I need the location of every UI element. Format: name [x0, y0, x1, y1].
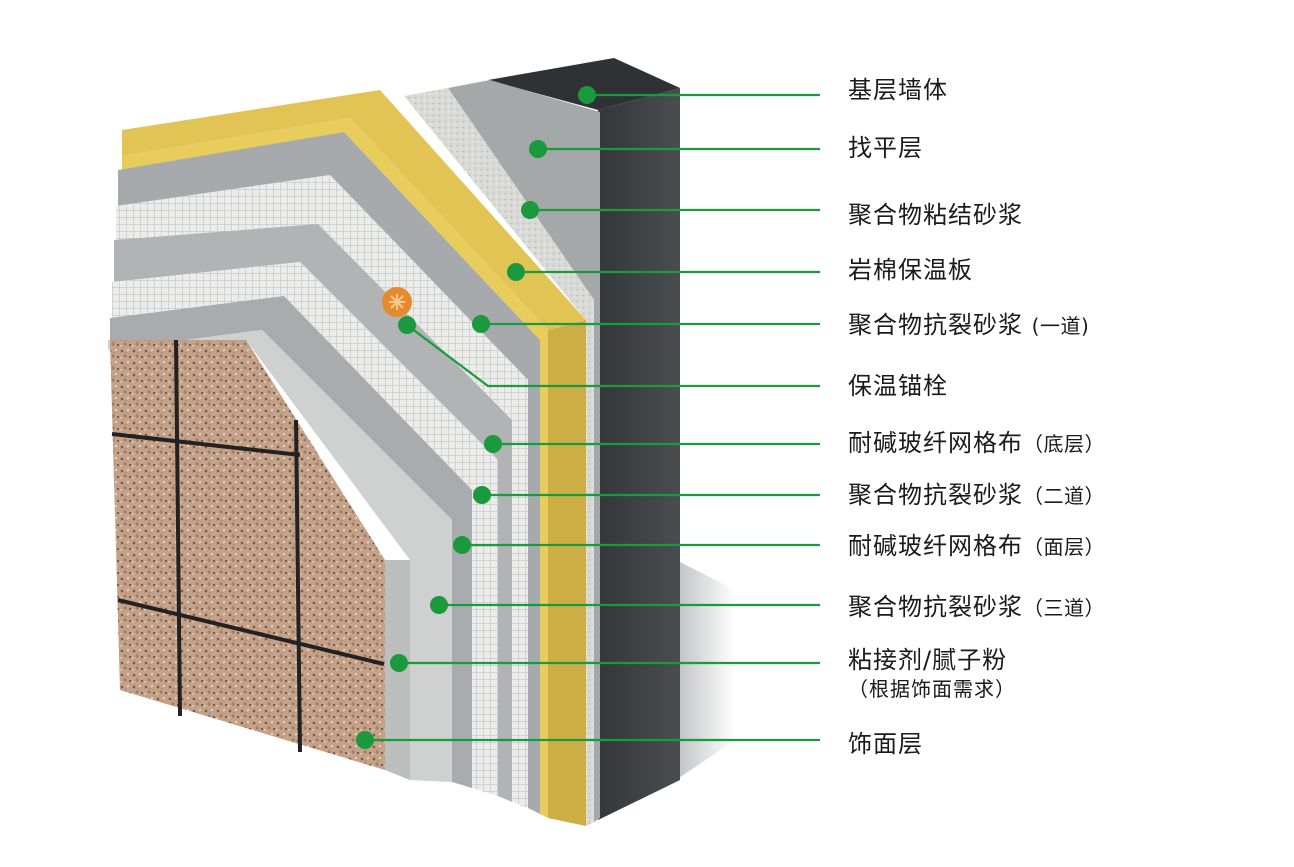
label-finish-layer: 饰面层 — [848, 730, 923, 758]
label-rock-wool-board: 岩棉保温板 — [848, 256, 973, 284]
leveling-layer-shape — [448, 80, 600, 822]
label-adhesive-putty-sub: （根据饰面需求） — [848, 677, 1016, 701]
note-4: （面层） — [1023, 535, 1105, 559]
label-anti-crack-mortar-2: 聚合物抗裂砂浆（二道） — [848, 481, 1105, 509]
mortar-2-shape — [114, 224, 512, 802]
note-1: (一道) — [1031, 314, 1090, 338]
base-wall-side — [598, 88, 680, 820]
dot-putty — [390, 654, 408, 672]
mesh-face-shape — [112, 262, 498, 796]
base-wall-top — [488, 58, 680, 110]
putty-shape — [108, 330, 452, 782]
label-leveling-layer: 找平层 — [848, 134, 923, 162]
dot-mortar-1 — [472, 315, 490, 333]
dot-mortar-2 — [473, 486, 491, 504]
label-adhesive-putty: 粘接剂/腻子粉 — [848, 646, 1008, 674]
label-mesh-base: 耐碱玻纤网格布（底层） — [848, 429, 1105, 457]
leader-dots — [356, 86, 596, 749]
leader-anchor — [406, 324, 820, 388]
dot-bonding — [521, 201, 539, 219]
dot-finish — [356, 731, 374, 749]
rock-wool-side — [548, 320, 586, 826]
dot-mesh-face — [453, 536, 471, 554]
label-polymer-bonding-mortar: 聚合物粘结砂浆 — [848, 201, 1023, 229]
dot-leveling — [529, 140, 547, 158]
rock-wool-top — [122, 90, 586, 330]
grout-lines — [111, 339, 385, 753]
note-5: （三道） — [1023, 596, 1105, 620]
label-mesh-face: 耐碱玻纤网格布（面层） — [848, 532, 1105, 560]
dot-rockwool — [507, 263, 525, 281]
label-anti-crack-mortar-1: 聚合物抗裂砂浆 (一道) — [848, 311, 1090, 339]
wall-shadow — [676, 560, 735, 780]
note-2: （底层） — [1023, 432, 1105, 456]
mortar-3-shape — [110, 296, 472, 788]
label-anti-crack-mortar-3: 聚合物抗裂砂浆（三道） — [848, 593, 1105, 621]
dot-anchor — [398, 316, 416, 334]
dot-base-wall — [578, 86, 596, 104]
leader-lines — [365, 93, 820, 742]
anchor-icon — [382, 287, 412, 317]
note-3: （二道） — [1023, 484, 1105, 508]
dot-mesh-base — [484, 435, 502, 453]
label-insulation-anchor: 保温锚栓 — [848, 372, 948, 400]
label-base-wall: 基层墙体 — [848, 76, 948, 104]
dot-mortar-3 — [430, 596, 448, 614]
